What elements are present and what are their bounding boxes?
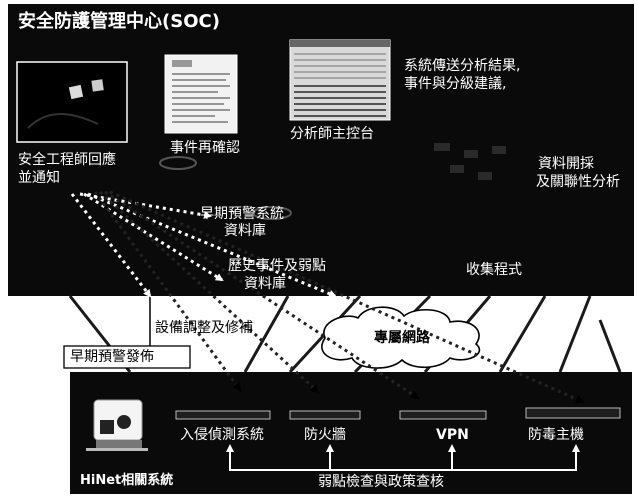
vpn-label: VPN	[436, 427, 469, 443]
reconfirm-db-disc	[159, 156, 197, 170]
engineer-label-line2: 並通知	[18, 170, 60, 186]
report-line1: 系統傳送分析結果,	[404, 58, 521, 74]
hinet-label: HiNet相關系統	[80, 473, 174, 488]
report-document-icon	[164, 54, 238, 134]
device-boxes	[175, 407, 621, 420]
mining-line2: 及關聯性分析	[536, 174, 620, 190]
vulnerability-scan-bracket	[226, 444, 580, 471]
reconfirm-label: 事件再確認	[170, 140, 240, 156]
network-cloud	[321, 306, 481, 369]
history-db-line2: 資料庫	[244, 276, 286, 292]
history-db-line1: 歷史事件及弱點	[228, 258, 326, 274]
engineer-label-line1: 安全工程師回應	[18, 152, 116, 168]
antivirus-label: 防毒主機	[528, 427, 584, 443]
notification-dotted-arrows	[70, 190, 585, 404]
early-warning-box	[63, 345, 191, 369]
early-warning-label: 早期預警發佈	[70, 349, 154, 365]
early-warning-db-disc	[252, 206, 292, 220]
mining-line1: 資料開採	[538, 156, 594, 172]
device-adjust-label: 設備調整及修補	[155, 320, 253, 336]
collector-label: 收集程式	[466, 262, 522, 278]
soc-title: 安全防護管理中心(SOC)	[18, 11, 220, 32]
early-db-line1: 早期預警系統	[200, 206, 284, 222]
report-line2: 事件與分級建議,	[404, 76, 507, 92]
devices-panel	[70, 372, 632, 494]
firewall-label: 防火牆	[304, 427, 346, 443]
analyst-console-screenshot	[289, 39, 391, 121]
ids-label: 入侵偵測系統	[180, 427, 264, 443]
scan-label: 弱點檢查與政策查核	[318, 474, 444, 490]
correlation-node-cluster	[434, 143, 506, 180]
hinet-system-icon	[86, 399, 148, 451]
early-db-line2: 資料庫	[224, 223, 266, 239]
console-label: 分析師主控台	[290, 126, 374, 142]
engineer-photo	[16, 61, 128, 143]
network-label: 專屬網路	[374, 330, 430, 346]
